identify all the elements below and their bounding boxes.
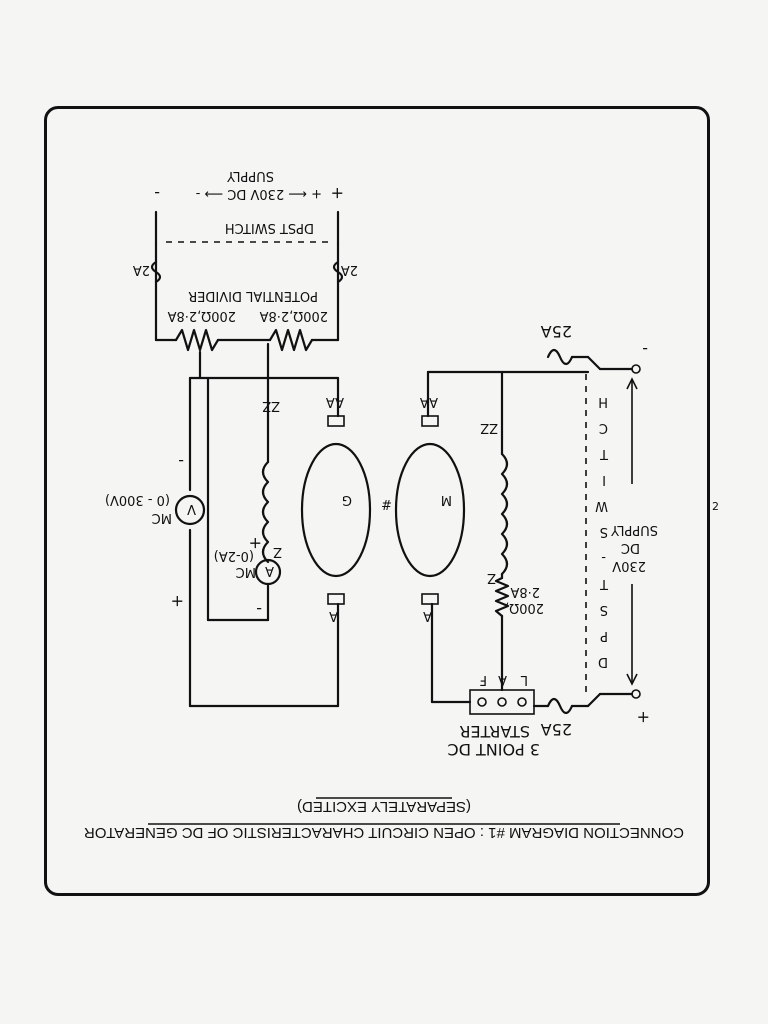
pd-fuse-right: 2A [133, 262, 150, 277]
pd-rheostat-2-label: 200Ω,2·8A [167, 308, 236, 323]
ammeter-circle [254, 558, 282, 586]
generator-wiring: Z ZZ [188, 356, 340, 708]
generator: A AA G [300, 394, 372, 623]
supply-right-plus: + [637, 708, 650, 727]
shaft-coupling-symbol: # [381, 496, 392, 511]
fuse-bottom-symbol [546, 348, 574, 366]
diagram-subtitle: (SEPARATELY EXCITED) [297, 798, 471, 815]
motor-fuses: 25A 25A [541, 322, 590, 739]
motor-armature-circle [394, 442, 466, 578]
motor: A AA M [394, 394, 466, 623]
three-point-starter: L A F 3 POINT DC STARTER [447, 672, 550, 759]
dpst-letter: - [601, 550, 606, 565]
motor-field-zz: ZZ [480, 420, 498, 435]
voltmeter-circle [174, 494, 206, 526]
starter-terminal-label: F [480, 672, 487, 687]
generator-letter: G [342, 492, 352, 507]
dpst-letter: P [600, 628, 608, 643]
generator-brush [327, 593, 345, 605]
diagram-frame [44, 106, 710, 896]
supply-minus-terminal [631, 364, 641, 374]
pd-rheostat-2 [174, 328, 220, 352]
motor-rheostat-line1: 200Ω, [505, 600, 544, 615]
pd-rheostat-1 [268, 328, 314, 352]
motor-terminal-aa: AA [420, 394, 438, 409]
starter-terminal [497, 697, 507, 707]
motor-brush [421, 593, 439, 605]
motor-field-coil [500, 452, 509, 576]
starter-box [469, 689, 535, 715]
diagram-title: CONNECTION DIAGRAM #1 : OPEN CIRCUIT CHA… [84, 824, 684, 841]
generator-terminal-aa: AA [326, 394, 344, 409]
fuse-motor-top-label: 25A [541, 720, 572, 739]
supply-arrowheads [626, 377, 638, 686]
fuse-2a-left [332, 260, 344, 284]
voltmeter-type: MC [152, 510, 172, 525]
pd-rheostat-1-label: 200Ω,2·8A [259, 308, 328, 323]
voltmeter-minus: - [178, 452, 184, 471]
fuse-motor-bottom-label: 25A [541, 322, 572, 341]
ammeter-range: (0-2A) [214, 548, 254, 563]
supply-top-line2: SUPPLY [227, 168, 274, 183]
fuse-2a-right [150, 260, 162, 284]
generator-terminal-a: A [329, 608, 338, 623]
voltmeter-range: (0 - 300V) [105, 492, 170, 507]
supply-right-minus: - [642, 340, 648, 359]
starter-terminal [517, 697, 527, 707]
motor-letter: M [441, 492, 452, 507]
gen-field-zz: ZZ [262, 398, 280, 413]
dpst-letter: C [599, 420, 608, 435]
generator-field-coil [261, 460, 270, 564]
dpst-letter: I [602, 472, 606, 487]
fuse-top-symbol [546, 697, 574, 715]
dpst-letter: T [600, 576, 609, 591]
dpst-switch-generator: DPST SWITCH + - + ⟵ 230V DC ⟶ - SUPPLY [154, 168, 344, 246]
potential-divider: 200Ω,2·8A 200Ω,2·8A POTENTIAL DIVIDER 2A… [133, 242, 358, 380]
ammeter-minus: - [256, 600, 262, 619]
motor-field-z: Z [487, 570, 496, 585]
ammeter-plus: + [249, 534, 262, 553]
dpst-top-label: DPST SWITCH [225, 220, 314, 235]
dpst-letter: W [595, 498, 608, 513]
generator-armature-circle [300, 442, 372, 578]
dpst-letter: S [600, 602, 608, 617]
starter-terminal-label: L [520, 672, 528, 687]
page-number: 2 [712, 500, 719, 513]
starter-terminal [477, 697, 487, 707]
supply-right-line1: 230V [612, 558, 646, 573]
ammeter-letter: A [265, 563, 274, 578]
dpst-letter: T [600, 446, 609, 461]
dpst-letter: D [598, 654, 608, 669]
voltmeter: V + - MC (0 - 300V) [105, 452, 206, 611]
motor-brush [421, 415, 439, 427]
supply-top-plus: + [331, 184, 344, 203]
supply-top-minus: - [154, 184, 160, 203]
motor-terminal-a: A [423, 608, 432, 623]
pd-fuse-left: 2A [341, 262, 358, 277]
dpst-switch-motor: D P S T - S W I T C H [585, 355, 634, 708]
supply-right-line2: DC [621, 540, 640, 555]
motor-rheostat-line2: 2·8A [510, 584, 540, 599]
motor-field-rheostat-symbol [494, 576, 510, 618]
dpst-blade-top [586, 692, 602, 708]
supply-top-line1: + ⟵ 230V DC ⟶ - [195, 186, 322, 201]
voltmeter-plus: + [171, 592, 184, 611]
dpst-blade-bottom [586, 355, 602, 371]
ammeter-type: MC [236, 564, 256, 579]
starter-line2: STARTER [459, 722, 530, 741]
supply-plus-terminal [631, 689, 641, 699]
generator-brush [327, 415, 345, 427]
ammeter: A - + MC (0-2A) [214, 534, 282, 619]
supply-right-line3: SUPPLY [611, 522, 658, 537]
pd-label: POTENTIAL DIVIDER [188, 288, 318, 303]
starter-line1: 3 POINT DC [447, 740, 540, 759]
dpst-letter: H [598, 394, 608, 409]
gen-field-z: Z [273, 544, 282, 559]
motor-wiring: 200Ω, 2·8A Z ZZ [426, 370, 590, 704]
dpst-letter: S [600, 524, 608, 539]
supply-right-terminals: + - 230V DC SUPPLY [611, 340, 658, 727]
voltmeter-letter: V [187, 501, 196, 516]
